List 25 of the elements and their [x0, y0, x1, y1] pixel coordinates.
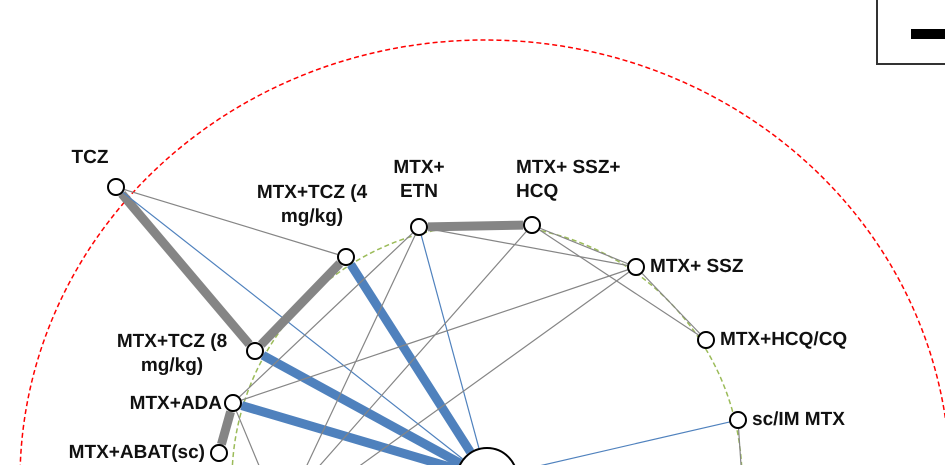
network-edge: [420, 236, 480, 448]
node-label: MTX+ SSZ+ HCQ: [516, 156, 622, 204]
node-label: MTX+ADA: [128, 392, 222, 416]
network-edge: [217, 410, 235, 446]
network-edge: [347, 262, 474, 454]
network-edge: [118, 190, 253, 348]
network-edge: [642, 273, 700, 334]
node-label: MTX+ABAT(sc): [68, 441, 205, 465]
network-edge: [539, 229, 699, 336]
network-edge: [241, 269, 628, 401]
network-edge: [260, 351, 462, 465]
node-label: sc/IM MTX: [752, 408, 846, 432]
node-label: TCZ: [70, 146, 110, 170]
network-edge: [540, 228, 628, 264]
node-label: MTX+TCZ (8 mg/kg): [116, 330, 228, 378]
network-edge: [428, 220, 524, 232]
network-edge: [738, 428, 743, 465]
network-edge: [258, 260, 343, 348]
network-edge: [124, 189, 338, 255]
node-label: MTX+HCQ/CQ: [720, 328, 848, 352]
node-label: MTX+ SSZ: [650, 255, 744, 279]
network-edge: [122, 192, 463, 460]
network-edge: [239, 232, 413, 398]
node-label: MTX+TCZ (4 mg/kg): [256, 181, 368, 229]
node-label: MTX+ ETN: [392, 156, 446, 204]
